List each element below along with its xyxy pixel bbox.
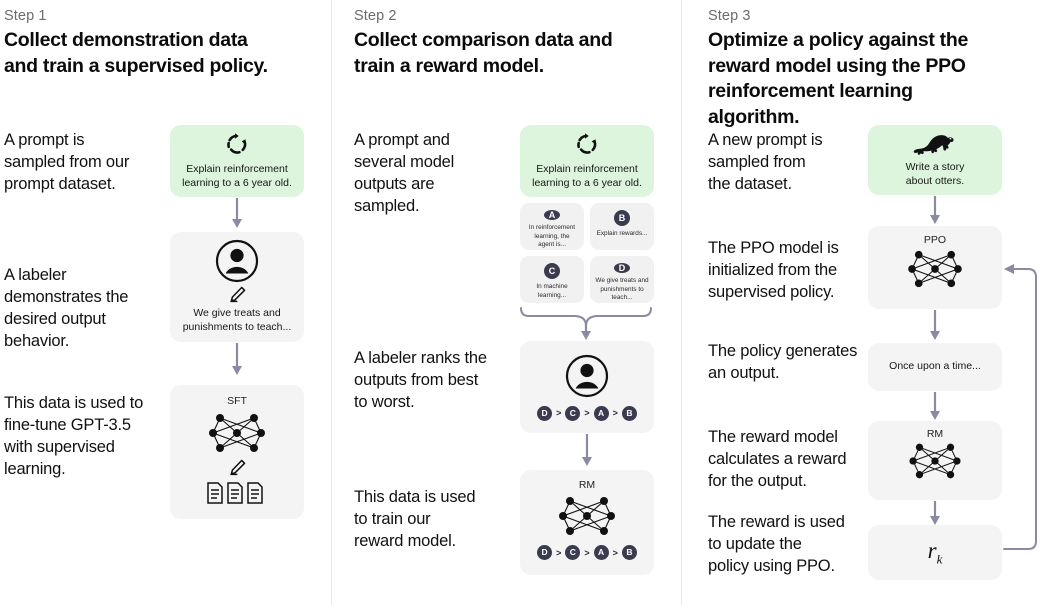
labeler-person-icon bbox=[215, 239, 259, 283]
rm-rank-sep-3: > bbox=[612, 547, 618, 558]
step-2-rm-ranking-row: D > C > A > B bbox=[537, 545, 637, 560]
rank-sep-1: > bbox=[556, 408, 562, 418]
rm-rank-badge-1: D bbox=[537, 545, 553, 560]
step-1-sft-label: SFT bbox=[227, 395, 247, 407]
rank-badge-4: B bbox=[621, 405, 637, 421]
step-3-arrow-3 bbox=[927, 392, 943, 422]
step-3-arrow-1 bbox=[927, 196, 943, 226]
refresh-cycle-icon bbox=[574, 131, 600, 157]
step-1-arrow-1 bbox=[229, 198, 245, 230]
otter-icon bbox=[912, 132, 958, 156]
step-2-output-card-b: B Explain rewards... bbox=[590, 203, 654, 250]
step-1-sft-card: SFT bbox=[170, 385, 304, 519]
step-3-label: Step 3 bbox=[708, 8, 751, 24]
rm-rank-sep-2: > bbox=[584, 547, 590, 558]
rank-badge-1: D bbox=[537, 405, 553, 421]
step-3-feedback-loop bbox=[1000, 255, 1048, 565]
step-2-rm-card: RM D bbox=[520, 470, 654, 575]
step-3-output-card: Once upon a time... bbox=[868, 343, 1002, 391]
rm-rank-sep-1: > bbox=[556, 547, 562, 558]
step-2-label: Step 2 bbox=[354, 8, 397, 24]
step-3-rm-label: RM bbox=[926, 428, 944, 440]
step-1-label: Step 1 bbox=[4, 8, 47, 24]
badge-d: D bbox=[614, 263, 630, 274]
column-divider-1 bbox=[331, 0, 332, 605]
rank-sep-3: > bbox=[612, 408, 618, 418]
labeler-person-icon bbox=[565, 354, 609, 398]
pencil-icon bbox=[228, 458, 247, 477]
badge-a: A bbox=[544, 210, 560, 221]
rm-rank-badge-3: A bbox=[593, 545, 609, 560]
step-2-rm-label: RM bbox=[578, 479, 596, 491]
documents-icon bbox=[207, 481, 267, 505]
badge-b: B bbox=[614, 210, 630, 226]
step-2-merge-brace bbox=[518, 304, 658, 342]
step-2-arrow-2 bbox=[579, 434, 595, 468]
step-3-arrow-4 bbox=[927, 501, 943, 527]
step-3-reward-card: rk bbox=[868, 525, 1002, 580]
rank-sep-2: > bbox=[584, 408, 590, 418]
step-3-rm-card: RM bbox=[868, 421, 1002, 500]
badge-c: C bbox=[544, 263, 560, 279]
rm-rank-badge-4: B bbox=[621, 545, 637, 560]
rm-rank-badge-2: C bbox=[565, 545, 581, 560]
rank-badge-3: A bbox=[593, 405, 609, 421]
rank-badge-2: C bbox=[565, 405, 581, 421]
neural-net-icon bbox=[556, 493, 618, 539]
step-3-arrow-2 bbox=[927, 310, 943, 342]
step-2-ranking-card: D > C > A > B bbox=[520, 341, 654, 433]
neural-net-icon bbox=[206, 410, 268, 456]
pencil-icon bbox=[228, 285, 247, 304]
neural-net-icon bbox=[906, 440, 964, 482]
step-2-output-text-b: Explain rewards... bbox=[596, 230, 648, 237]
step-2-ranking-row: D > C > A > B bbox=[537, 405, 637, 421]
neural-net-icon bbox=[905, 247, 965, 291]
reward-symbol: rk bbox=[927, 537, 943, 567]
step-3-ppo-label: PPO bbox=[923, 234, 947, 246]
refresh-cycle-icon bbox=[224, 131, 250, 157]
step-1-arrow-2 bbox=[229, 343, 245, 377]
step-3-ppo-card: PPO bbox=[868, 226, 1002, 309]
step-3-output-text: Once upon a time... bbox=[889, 360, 981, 373]
column-divider-2 bbox=[681, 0, 682, 605]
